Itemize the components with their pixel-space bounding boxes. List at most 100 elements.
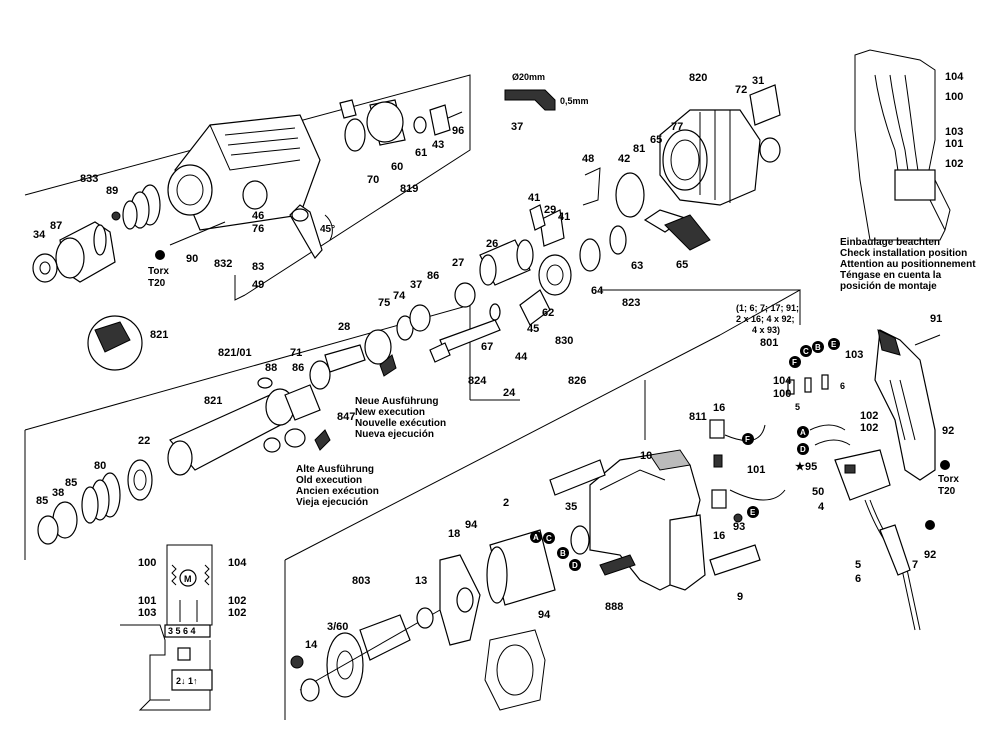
label-29: 29 [544,204,556,216]
marker-a1 [530,531,542,543]
label-16b: 16 [713,530,725,542]
schem-102a: 102 [228,595,246,607]
label-85a: 85 [65,477,77,489]
label-50: 50 [812,486,824,498]
label-819: 819 [400,183,418,195]
star-marker: ★ [795,461,805,473]
label-70: 70 [367,174,379,186]
label-2: 2 [503,497,509,509]
svg-text:847: 847 [337,411,355,423]
label-86b: 86 [427,270,439,282]
gear-80 [127,459,153,501]
label-9: 9 [737,591,743,603]
label-67: 67 [481,341,493,353]
torx-icon [155,250,165,260]
svg-text:B: B [815,343,821,352]
part-labels: 833 89 87 34 46 76 90 832 83 49 45° Torx… [33,71,964,686]
label-13: 13 [415,575,427,587]
marker-d1 [569,559,581,571]
label-91: 91 [930,313,942,325]
label-65b: 65 [676,259,688,271]
schem-terminals: 3 5 6 4 [168,626,196,636]
svg-text:E: E [831,340,837,349]
svg-text:New execution: New execution [355,407,425,418]
schem-100: 100 [138,557,156,569]
handle-outline [854,49,946,241]
label-94a: 94 [465,519,478,531]
schem-bottom: 2↓ 1↑ [176,676,198,686]
brush-holder-16b [711,489,727,509]
schem-101: 101 [138,595,156,607]
schem-104: 104 [228,557,247,569]
svg-text:D: D [572,561,578,570]
label-16a: 16 [713,402,725,414]
label-826: 826 [568,375,586,387]
circuit-schematic: M [120,544,213,711]
motor-symbol [179,569,197,587]
armature-803 [359,614,411,661]
svg-text:Téngase en cuenta la: Téngase en cuenta la [840,270,942,281]
ring-70 [344,118,366,152]
marker-d2 [797,443,809,455]
drive-parts [429,84,781,363]
svg-text:Old execution: Old execution [296,475,362,486]
dim-05mm: 0,5mm [560,96,589,106]
label-torx-b2: T20 [938,486,956,497]
label-46: 46 [252,210,264,222]
svg-text:A: A [800,428,806,437]
svg-text:4 x 93): 4 x 93) [752,325,780,335]
svg-text:F: F [792,358,797,367]
label-77: 77 [671,121,683,133]
part-35 [570,525,590,555]
note-old-execution: Alte Ausführung Old execution Ancien exé… [296,464,379,508]
label-86: 86 [292,362,304,374]
label-14: 14 [305,639,318,651]
label-5b: 5 [855,559,861,571]
svg-text:Nouvelle exécution: Nouvelle exécution [355,418,446,429]
svg-text:Einbaulage beachten: Einbaulage beachten [840,237,940,248]
label-102b: 102 [860,410,878,422]
label-65a: 65 [650,134,662,146]
label-35: 35 [565,501,577,513]
svg-text:Attention au positionnement: Attention au positionnement [840,259,976,270]
torx-icon-b [940,460,950,470]
handle-half-801 [874,329,936,481]
label-42: 42 [618,153,630,165]
svg-text:Ancien exécution: Ancien exécution [296,486,379,497]
svg-text:posición de montaje: posición de montaje [840,281,937,292]
note-install: Einbaulage beachten Check installation p… [840,237,976,292]
svg-text:C: C [546,534,552,543]
label-823: 823 [622,297,640,309]
brush-holders [709,419,786,523]
label-76: 76 [252,223,264,235]
label-41a: 41 [528,192,540,204]
label-22: 22 [138,435,150,447]
label-80: 80 [94,460,106,472]
label-88: 88 [265,362,277,374]
label-824: 824 [468,375,487,387]
label-821: 821 [150,329,168,341]
label-811: 811 [689,411,707,423]
label-833: 833 [80,173,98,185]
marker-f2 [789,356,801,368]
spindle-assembly [37,304,431,545]
label-28: 28 [338,321,350,333]
label-3-60: 3/60 [327,621,348,633]
note-kit-contents: (1; 6; 7; 17; 91; 2 x 16; 4 x 92; 4 x 93… [736,303,799,335]
label-38: 38 [52,487,64,499]
svg-text:B: B [560,549,566,558]
label-102a: 102 [945,158,963,170]
label-torx-a2: T20 [148,278,166,289]
ring-42 [615,172,645,218]
svg-text:Neue Ausführung: Neue Ausführung [355,396,439,407]
label-821b: 821 [204,395,222,407]
svg-text:A: A [533,533,539,542]
label-92b: 92 [924,549,936,561]
markers: A C B D F E F C B E A D [530,338,840,571]
label-6b: 6 [855,573,861,585]
label-61: 61 [415,147,427,159]
part-45 [519,289,551,326]
part-48 [582,167,601,206]
label-90: 90 [186,253,198,265]
